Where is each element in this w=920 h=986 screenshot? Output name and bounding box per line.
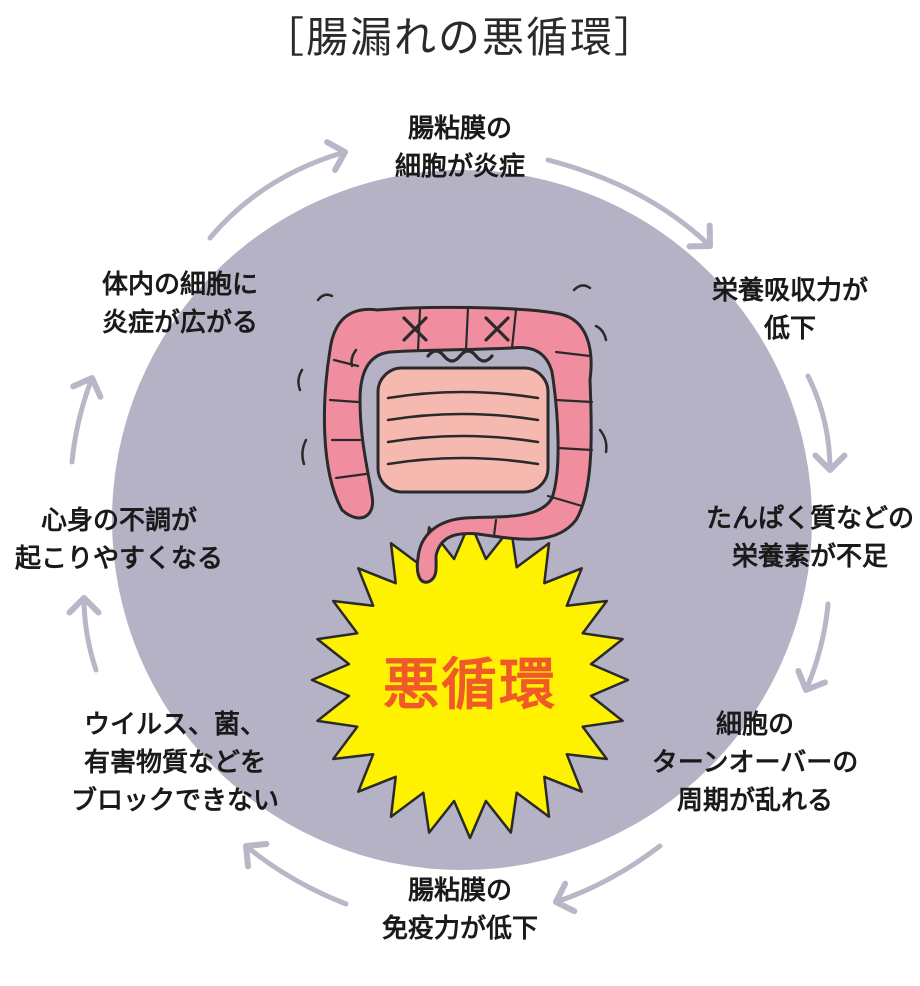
small-intestine-coils [386,390,540,466]
arrow-2-to-3 [805,373,848,473]
small-intestine [376,366,550,494]
cycle-arrows [66,139,848,915]
step-mucosa-inflammation: 腸粘膜の 細胞が炎症 [360,110,560,186]
arrow-6-to-7 [66,595,102,673]
starburst [310,520,630,840]
step-nutrient-shortage: たんぱく質などの 栄養素が不足 [700,500,920,576]
arrow-8-to-1 [207,139,348,241]
step-line: 起こりやすくなる [14,544,223,574]
step-line: 腸粘膜の [407,114,512,144]
step-line: 低下 [763,314,816,344]
wavy-mouth [426,349,494,363]
step-body-mind-issues: 心身の不調が 起こりやすくなる [4,502,234,578]
step-line: 細胞の [715,710,794,740]
step-line: たんぱく質などの [705,504,914,534]
arrow-4-to-5 [553,843,663,915]
step-line: 免疫力が低下 [381,914,538,944]
step-line: 心身の不調が [40,506,197,536]
motion-marks [297,284,608,466]
center-label: 悪循環 [383,652,557,718]
step-turnover-disrupted: 細胞の ターンオーバーの 周期が乱れる [640,706,870,820]
step-line: 炎症が広がる [101,308,258,338]
arrow-7-to-8 [69,375,104,465]
intestine-face [402,316,510,363]
step-line: 周期が乱れる [676,786,833,816]
step-line: 有害物質などを [83,748,266,778]
diagram-title: ［腸漏れの悪循環］ [261,13,658,62]
arrow-5-to-6 [243,840,349,907]
step-immunity-decline: 腸粘膜の 免疫力が低下 [350,872,570,948]
step-line: ターンオーバーの [651,748,859,778]
step-line: 細胞が炎症 [394,152,525,182]
intestine-illustration [297,284,608,584]
large-intestine [322,305,593,584]
intestine-folds [328,306,594,538]
step-line: ブロックできない [70,786,279,816]
step-cannot-block: ウイルス、菌、 有害物質などを ブロックできない [55,706,295,820]
step-line: ウイルス、菌、 [83,710,266,740]
step-absorption-decline: 栄養吸収力が 低下 [690,272,890,348]
step-line: 体内の細胞に [101,270,258,300]
left-eye-x [402,316,428,342]
step-line: 栄養吸収力が [711,276,868,306]
step-inflammation-spreads: 体内の細胞に 炎症が広がる [70,266,290,342]
step-line: 腸粘膜の [407,876,512,906]
arrow-1-to-2 [545,157,713,250]
step-line: 栄養素が不足 [731,542,888,572]
arrow-3-to-4 [795,601,831,693]
right-eye-x [484,316,510,342]
